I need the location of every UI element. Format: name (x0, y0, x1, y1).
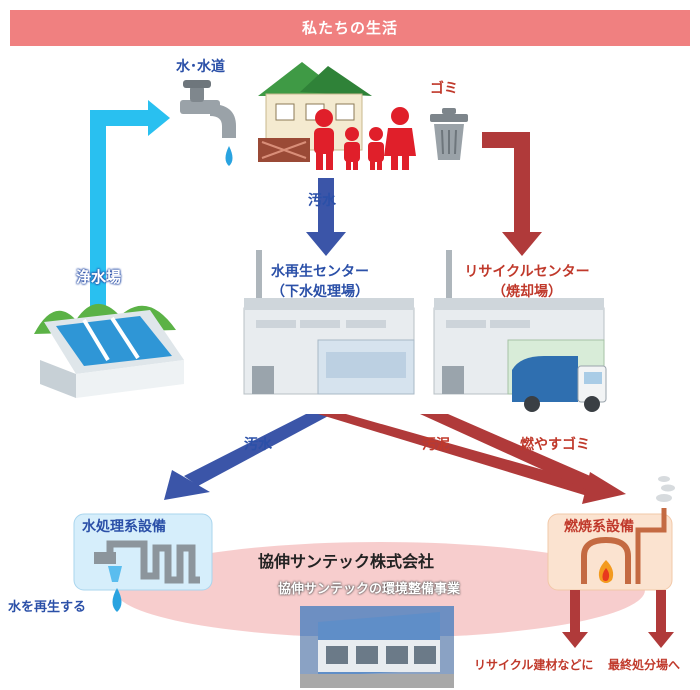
recycle-center-label: リサイクルセンター （焼却場） (452, 262, 602, 302)
burnable-label: 燃やすゴミ (520, 437, 590, 453)
company-name: 協伸サンテック株式会社 (258, 552, 435, 571)
sewage-bottom-arrowhead (164, 470, 210, 500)
combustion-box (547, 513, 673, 591)
recycle-center-line1: リサイクルセンター (464, 264, 590, 280)
combustion-arrowhead (582, 472, 626, 504)
sewage-top-label: 汚水 (308, 193, 336, 209)
water-center-line1: 水再生センター (271, 264, 369, 280)
recycle-center-line2: （焼却場） (492, 284, 562, 300)
regenerate-water-label: 水を再生する (8, 600, 87, 615)
burnable-arrow-shaft (420, 414, 604, 494)
trash-can-icon (430, 108, 468, 160)
family-icon (314, 107, 416, 170)
purification-plant-icon (34, 303, 184, 398)
furnace-icon (581, 508, 667, 584)
water-drop-icon (112, 588, 122, 612)
final-disposal-label: 最終処分場へ (608, 658, 681, 672)
faucet-icon (180, 80, 236, 166)
sewage-arrow-shaft (318, 178, 334, 234)
garbage-label: ゴミ (430, 81, 458, 97)
recycle-arrow-shaft (570, 590, 580, 634)
clean-water-arrow (90, 110, 150, 330)
clean-water-arrowhead (148, 100, 170, 136)
garbage-truck-icon (512, 356, 607, 412)
smoke-icon (656, 476, 675, 502)
company-ellipse (115, 542, 645, 638)
water-center-label: 水再生センター （下水処理場） (262, 262, 378, 302)
water-treatment-label: 水処理系設備 (82, 519, 166, 535)
sewage-arrowhead (306, 232, 346, 256)
combustion-label: 燃焼系設備 (564, 519, 634, 535)
disposal-arrow-shaft (656, 590, 666, 634)
garbage-arrow-path (482, 132, 530, 236)
sewage-bottom-arrow-shaft (184, 414, 332, 486)
garbage-arrowhead (502, 232, 542, 256)
sludge-label: 汚泥 (422, 437, 450, 453)
company-building-photo (300, 606, 454, 688)
sludge-arrow-shaft (318, 414, 600, 498)
water-center-building-icon (243, 250, 415, 395)
business-label: 協伸サンテックの環境整備事業 (278, 582, 461, 597)
water-pipe-icon (94, 540, 200, 584)
water-center-line2: （下水処理場） (271, 284, 369, 300)
purification-label: 浄水場 (76, 268, 122, 286)
recycle-materials-label: リサイクル建材などに (474, 658, 594, 672)
tap-water-label: 水･水道 (176, 59, 225, 75)
recycle-arrowhead (562, 632, 588, 648)
disposal-arrowhead (648, 632, 674, 648)
sewage-bottom-label: 汚水 (244, 437, 272, 453)
page-title-banner: 私たちの生活 (10, 10, 690, 46)
